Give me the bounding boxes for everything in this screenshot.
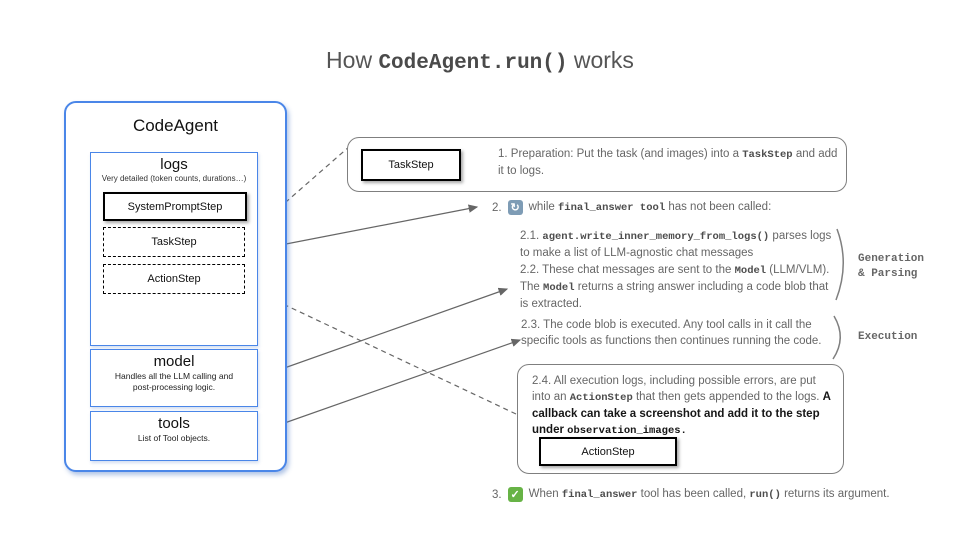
step3-seg1: final_answer [561,489,638,501]
step3-seg3: run() [749,489,781,501]
page-title: How CodeAgent.run() works [0,47,960,75]
step24-seg1: ActionStep [569,392,633,404]
taskstep-chip: TaskStep [103,227,245,257]
step2-number: 2. [492,201,502,214]
generation-parsing-label: Generation & Parsing [858,252,924,282]
title-pre: How [326,47,379,73]
taskstep-label: TaskStep [151,236,197,248]
step22-seg3: Model [543,282,575,294]
step24-seg2: that then gets appended to the logs. [632,391,823,403]
systempromptstep-chip: SystemPromptStep [103,192,247,221]
step3-line: 3. ✓ When final_answer tool has been cal… [492,486,890,503]
step1-box: TaskStep 1. Preparation: Put the task (a… [347,137,847,192]
logs-box: logs Very detailed (token counts, durati… [90,152,258,346]
step22-seg0: 2.2. These chat messages are sent to the [520,264,735,276]
step3-seg2: tool has been called, [637,488,750,500]
model-subtitle: Handles all the LLM calling and post-pro… [114,371,234,392]
step3-seg4: returns its argument. [780,488,890,500]
step22-seg1: Model [734,265,767,277]
step1-taskstep-chip: TaskStep [361,149,461,181]
arrow-step24-to-actionstep [245,286,517,415]
model-title: model [153,353,195,370]
actionstep-label: ActionStep [147,273,201,285]
check-icon: ✓ [507,487,523,502]
step1-text: 1. Preparation: Put the task (and images… [498,146,842,179]
step3-number: 3. [492,488,502,501]
step23-seg0: 2.3. The code blob is executed. Any tool… [521,319,822,347]
execution-label: Execution [858,331,918,343]
step2-line: 2. ↻ while final_answer tool has not bee… [492,199,771,216]
step21-seg0: 2.1. [520,230,543,242]
codeagent-panel: CodeAgent logs Very detailed (token coun… [64,101,287,472]
title-code: CodeAgent.run() [378,52,568,75]
step22-paragraph: 2.2. These chat messages are sent to the… [520,262,832,312]
step24-seg0: 2.4. All execution logs, including possi… [532,375,816,403]
step24-text: 2.4. All execution logs, including possi… [532,373,832,439]
codeagent-panel-title: CodeAgent [132,116,219,135]
arrow-logs-to-step2 [254,204,479,251]
bracket-execution [832,315,841,360]
step1-seg0: 1. Preparation: Put the task (and images… [498,148,743,160]
step23-paragraph: 2.3. The code blob is executed. Any tool… [521,317,833,349]
systempromptstep-label: SystemPromptStep [127,200,223,213]
generation-label-line1: Generation [858,253,925,265]
tools-box: tools List of Tool objects. [90,411,258,461]
step3-text: When final_answer tool has been called, … [529,486,890,503]
bracket-generation-parsing [835,228,844,301]
step2-seg0: while [528,201,558,213]
step24-actionstep-chip: ActionStep [539,437,677,466]
loop-icon: ↻ [507,200,523,215]
generation-label-line2: & Parsing [858,268,918,280]
step1-seg1: TaskStep [742,149,793,161]
step22-seg4: returns a string answer including a code… [520,281,829,310]
tools-title: tools [158,415,190,432]
logs-subtitle: Very detailed (token counts, durations…) [101,174,247,183]
actionstep-chip: ActionStep [103,264,245,294]
step1-seg2: and add it to logs. [498,148,838,177]
logs-title: logs [160,156,188,173]
model-box: model Handles all the LLM calling and po… [90,349,258,407]
arrow-tools-to-step23 [257,338,522,434]
arrow-model-to-step22 [257,287,509,379]
step24-seg3: A callback can take a screenshot and add… [532,391,831,436]
step22-seg2: (LLM/VLM). The [520,264,830,293]
step24-box: 2.4. All execution logs, including possi… [517,364,844,474]
step21-paragraph: 2.1. agent.write_inner_memory_from_logs(… [520,228,832,261]
step1-taskstep-label: TaskStep [388,159,434,171]
step2-seg1: final_answer tool [558,202,666,214]
step24-actionstep-label: ActionStep [581,445,635,458]
title-post: works [567,47,634,73]
step21-seg2: parses logs to make a list of LLM-agnost… [520,230,832,259]
step2-seg2: has not been called: [665,201,772,213]
step24-seg4: observation_images. [567,425,687,437]
step21-seg1: agent.write_inner_memory_from_logs() [542,231,770,243]
step2-text: while final_answer tool has not been cal… [529,199,772,216]
tools-subtitle: List of Tool objects. [137,433,211,443]
step3-seg0: When [528,488,562,500]
